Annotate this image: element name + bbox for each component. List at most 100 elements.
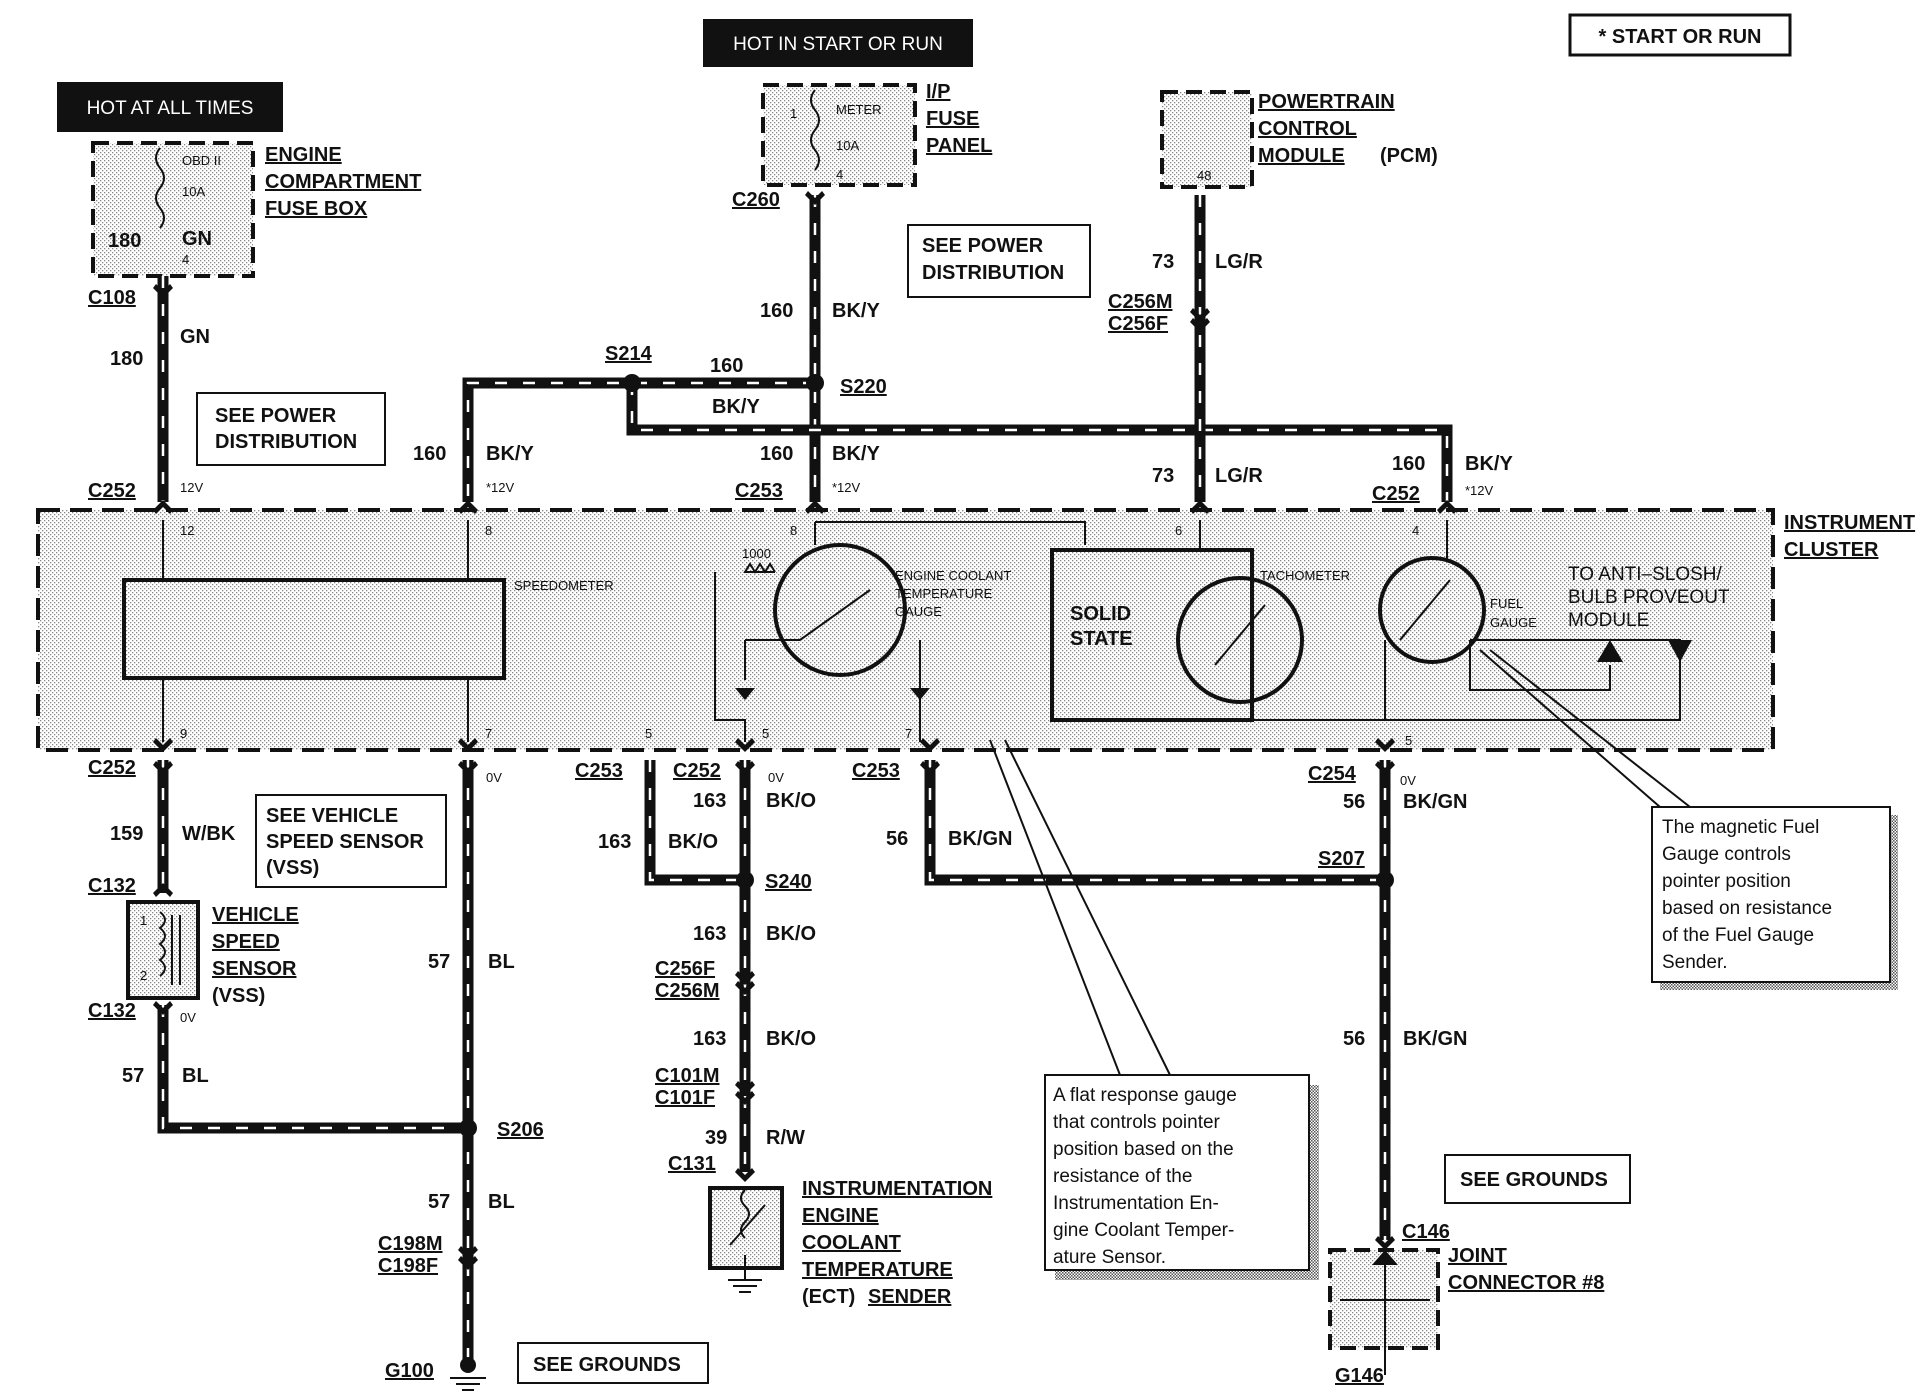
svg-text:S240: S240 bbox=[765, 871, 812, 893]
svg-text:BK/Y: BK/Y bbox=[486, 443, 534, 465]
anti-slosh-label-2: BULB PROVEOUT bbox=[1568, 587, 1730, 608]
svg-text:LG/R: LG/R bbox=[1215, 465, 1263, 487]
svg-text:W/BK: W/BK bbox=[182, 823, 236, 845]
svg-text:position based on the: position based on the bbox=[1053, 1139, 1234, 1160]
svg-text:that controls pointer: that controls pointer bbox=[1053, 1112, 1221, 1133]
ip-fuse-pin-out: 4 bbox=[836, 167, 843, 182]
svg-text:1: 1 bbox=[140, 913, 147, 928]
svg-text:BK/Y: BK/Y bbox=[832, 300, 880, 322]
joint-label-1: JOINT bbox=[1448, 1245, 1507, 1267]
anti-slosh-arrow-up bbox=[1597, 640, 1623, 662]
svg-text:163: 163 bbox=[693, 1028, 726, 1050]
vss-sensor bbox=[126, 900, 200, 1000]
svg-text:0V: 0V bbox=[486, 770, 502, 785]
svg-text:7: 7 bbox=[485, 726, 492, 741]
svg-text:R/W: R/W bbox=[766, 1127, 805, 1149]
hot-start-run-banner bbox=[703, 19, 973, 67]
see-grounds-box-2 bbox=[1444, 1154, 1631, 1204]
vss-label-2: SPEED bbox=[212, 931, 280, 953]
svg-text:based on resistance: based on resistance bbox=[1662, 898, 1832, 919]
ect-sender-label-1: INSTRUMENTATION bbox=[802, 1178, 992, 1200]
svg-text:Instrumentation En-: Instrumentation En- bbox=[1053, 1193, 1219, 1214]
svg-text:12: 12 bbox=[180, 523, 194, 538]
svg-text:12V: 12V bbox=[180, 480, 203, 495]
svg-text:57: 57 bbox=[122, 1065, 144, 1087]
svg-text:BL: BL bbox=[488, 1191, 515, 1213]
pcm-pin: 48 bbox=[1197, 168, 1211, 183]
svg-text:C252: C252 bbox=[88, 480, 136, 502]
joint-label-2: CONNECTOR #8 bbox=[1448, 1272, 1604, 1294]
connector-marks bbox=[153, 191, 1457, 1270]
svg-text:SPEED SENSOR: SPEED SENSOR bbox=[266, 831, 424, 853]
svg-text:160: 160 bbox=[413, 443, 446, 465]
svg-text:LG/R: LG/R bbox=[1215, 251, 1263, 273]
svg-text:G100: G100 bbox=[385, 1360, 434, 1382]
pcm-label-suffix: (PCM) bbox=[1380, 145, 1438, 167]
svg-text:SEE POWER: SEE POWER bbox=[215, 405, 337, 427]
ect-gauge-label-1: ENGINE COOLANT bbox=[895, 568, 1011, 583]
cluster-pins: 12 8 8 6 4 9 7 5 5 7 5 bbox=[180, 523, 1419, 748]
svg-text:6: 6 bbox=[1175, 523, 1182, 538]
anti-slosh-label-3: MODULE bbox=[1568, 610, 1649, 631]
svg-text:SEE GROUNDS: SEE GROUNDS bbox=[1460, 1169, 1608, 1191]
svg-text:57: 57 bbox=[428, 1191, 450, 1213]
svg-text:Sender.: Sender. bbox=[1662, 952, 1728, 973]
svg-text:A flat response gauge: A flat response gauge bbox=[1053, 1085, 1237, 1106]
ect-sender-label-3: COOLANT bbox=[802, 1232, 901, 1254]
svg-text:C252: C252 bbox=[1372, 483, 1420, 505]
svg-text:SEE POWER: SEE POWER bbox=[922, 235, 1044, 257]
svg-text:BK/O: BK/O bbox=[766, 923, 816, 945]
svg-text:BK/O: BK/O bbox=[766, 1028, 816, 1050]
fuel-gauge-needle bbox=[1399, 579, 1451, 641]
splice-labels: S214 S220 S240 S207 S206 bbox=[497, 343, 1365, 1141]
legend-text: * START OR RUN bbox=[1599, 26, 1762, 48]
ect-sender-label-4: TEMPERATURE bbox=[802, 1259, 953, 1281]
svg-text:C253: C253 bbox=[852, 760, 900, 782]
svg-text:C260: C260 bbox=[732, 189, 780, 211]
ect-gauge-needle bbox=[799, 589, 871, 641]
fuse-box-label-2: COMPARTMENT bbox=[265, 171, 421, 193]
svg-text:BK/GN: BK/GN bbox=[948, 828, 1012, 850]
instrument-cluster-label-2: CLUSTER bbox=[1784, 539, 1879, 561]
fuse-rating: 10A bbox=[182, 184, 205, 199]
tachometer-wiring bbox=[1085, 520, 1385, 721]
svg-text:BK/Y: BK/Y bbox=[1465, 453, 1513, 475]
svg-text:C198F: C198F bbox=[378, 1255, 438, 1277]
svg-text:160: 160 bbox=[760, 443, 793, 465]
svg-text:C198M: C198M bbox=[378, 1233, 442, 1255]
svg-text:57: 57 bbox=[428, 951, 450, 973]
svg-text:S206: S206 bbox=[497, 1119, 544, 1141]
see-power-distribution-box-2 bbox=[907, 224, 1091, 298]
ect-gauge-label-3: GAUGE bbox=[895, 604, 942, 619]
connector-labels: C108 C260 C252 C253 C252 C256M C256F C25… bbox=[88, 189, 1450, 1277]
instrument-cluster-boundary bbox=[36, 508, 1775, 752]
svg-text:C254: C254 bbox=[1308, 763, 1357, 785]
svg-text:BK/O: BK/O bbox=[766, 790, 816, 812]
svg-text:5: 5 bbox=[645, 726, 652, 741]
pcm-box bbox=[1160, 90, 1254, 189]
pcm-label-1: POWERTRAIN bbox=[1258, 91, 1395, 113]
svg-text:C101M: C101M bbox=[655, 1065, 719, 1087]
ip-fuse-symbol bbox=[810, 89, 820, 171]
svg-text:56: 56 bbox=[886, 828, 908, 850]
legend-box bbox=[1568, 13, 1792, 57]
joint-connector-cross bbox=[1340, 1252, 1430, 1375]
tachometer-circle bbox=[1176, 576, 1304, 704]
ect-diode-2 bbox=[910, 688, 930, 700]
svg-text:BK/GN: BK/GN bbox=[1403, 1028, 1467, 1050]
svg-text:C256M: C256M bbox=[655, 980, 719, 1002]
ect-sender-label-2: ENGINE bbox=[802, 1205, 879, 1227]
speedometer-box bbox=[122, 578, 506, 680]
svg-text:163: 163 bbox=[693, 923, 726, 945]
svg-text:56: 56 bbox=[1343, 1028, 1365, 1050]
see-grounds-box-1 bbox=[517, 1342, 709, 1384]
voltage-labels: 12V *12V *12V *12V 0V 0V 0V 0V bbox=[180, 480, 1494, 1025]
svg-text:S220: S220 bbox=[840, 376, 887, 398]
svg-text:GN: GN bbox=[180, 326, 210, 348]
fuse-circuit: 180 bbox=[108, 230, 141, 252]
ip-fuse-name: METER bbox=[836, 102, 882, 117]
svg-text:0V: 0V bbox=[768, 770, 784, 785]
svg-text:*12V: *12V bbox=[1465, 483, 1494, 498]
svg-text:C252: C252 bbox=[673, 760, 721, 782]
